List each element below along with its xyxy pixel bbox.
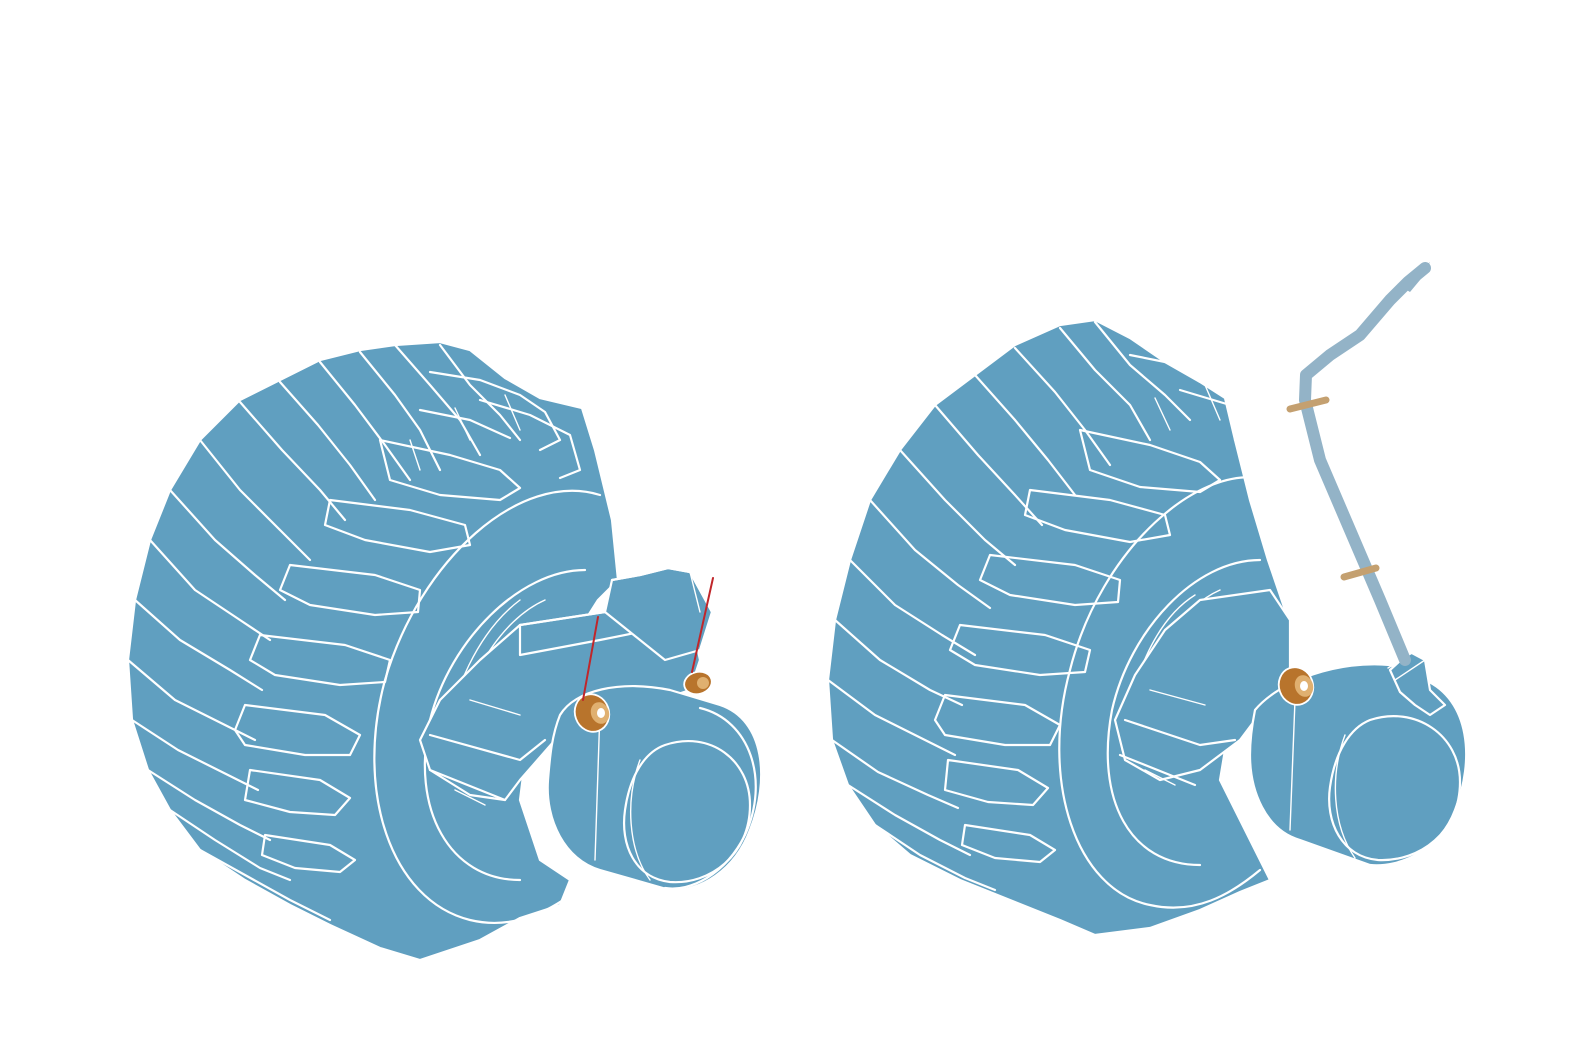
left-wheel-assembly bbox=[126, 340, 763, 962]
right-tire-tread bbox=[826, 320, 1257, 892]
right-hose-tip bbox=[1400, 262, 1430, 292]
left-wire-b bbox=[691, 577, 714, 673]
left-drum-cap bbox=[623, 740, 752, 884]
right-wheel-assembly bbox=[826, 262, 1468, 937]
left-rim-outer bbox=[373, 489, 602, 925]
right-hose bbox=[1299, 262, 1431, 666]
hose-clamp-lower bbox=[1340, 564, 1380, 581]
left-fitting-a bbox=[573, 693, 611, 733]
left-wire-a bbox=[582, 616, 599, 701]
right-tire bbox=[826, 318, 1287, 937]
right-hub-housing bbox=[1113, 588, 1292, 782]
right-rim-outer bbox=[1058, 476, 1272, 909]
right-hose-elbow bbox=[1388, 650, 1447, 717]
left-fitting-b bbox=[683, 670, 721, 701]
right-rim-inner bbox=[1106, 558, 1262, 867]
right-fitting bbox=[1277, 666, 1315, 706]
left-tire-tread bbox=[126, 343, 582, 922]
right-drum-cap bbox=[1328, 715, 1462, 862]
left-axle-drum bbox=[546, 685, 763, 892]
hose-clamp-upper bbox=[1286, 396, 1330, 413]
